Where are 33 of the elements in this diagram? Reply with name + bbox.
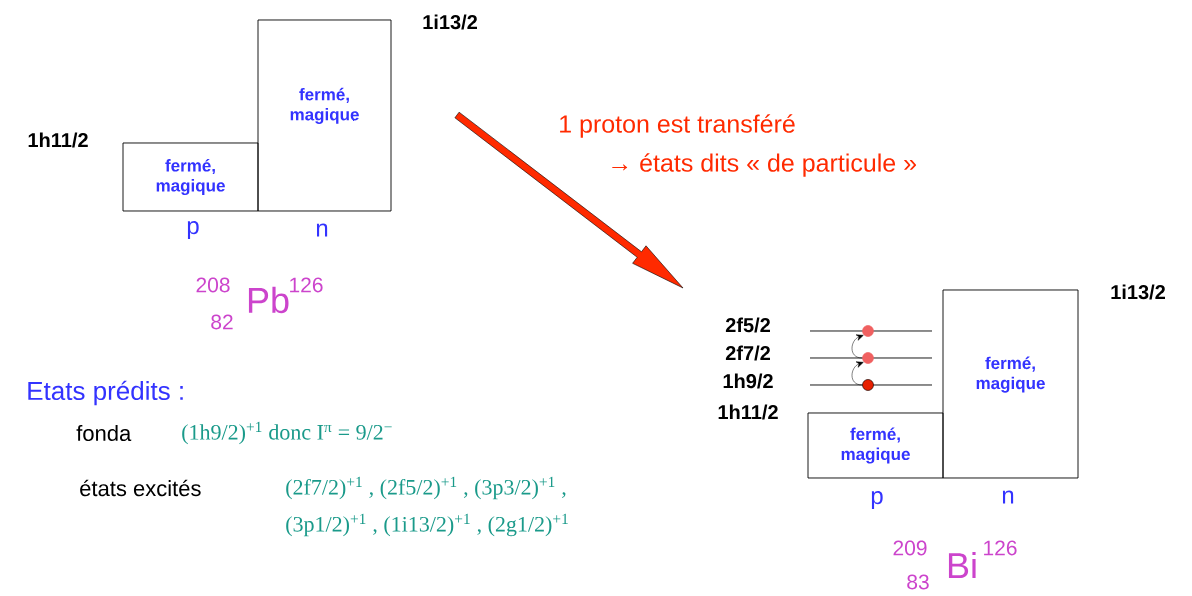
text-line: états excités bbox=[80, 479, 201, 497]
shell-box: fermé, magique bbox=[942, 289, 1079, 479]
level-label: 1h11/2 bbox=[718, 404, 778, 420]
annotation-text: 1 proton est transféré bbox=[560, 114, 795, 138]
proton-label: p bbox=[871, 491, 883, 509]
level-label: 1i13/2 bbox=[1111, 284, 1165, 300]
mass-number: 208 bbox=[196, 277, 230, 293]
level-label: 1h9/2 bbox=[723, 373, 773, 389]
level-label: 2f7/2 bbox=[725, 345, 770, 361]
atomic-number: 82 bbox=[211, 314, 233, 330]
neutron-label: n bbox=[1002, 490, 1014, 504]
element-symbol: Bi bbox=[948, 551, 976, 579]
element-symbol: Pb bbox=[248, 286, 289, 314]
level-label: 1h11/2 bbox=[28, 132, 88, 148]
mass-number: 209 bbox=[893, 540, 927, 556]
transition-arrow bbox=[851, 334, 864, 359]
level-label: 1i13/2 bbox=[423, 14, 477, 30]
state-text: (1h9/2)$^{+1}$ donc I$^{π}$ = 9/2$^{−}$ bbox=[182, 421, 392, 445]
atomic-number: 83 bbox=[907, 574, 929, 590]
annotation-text: → états dits « de particule » bbox=[612, 153, 916, 177]
shell-box: fermé, magique bbox=[257, 19, 392, 212]
shell-box: fermé, magique bbox=[807, 412, 944, 479]
neutron-label: n bbox=[316, 223, 328, 237]
neutron-number: 126 bbox=[984, 540, 1017, 556]
neutron-number: 126 bbox=[290, 277, 323, 293]
text-line: fonda bbox=[76, 424, 132, 442]
transition-arrow bbox=[851, 361, 864, 386]
state-text: (2f7/2)$^{+1}$ , (2f5/2)$^{+1}$ , (3p3/2)$^{+1}$ , bbox=[286, 476, 566, 500]
shell-box: fermé, magique bbox=[122, 142, 259, 212]
level-label: 2f5/2 bbox=[725, 317, 770, 333]
state-text: (3p1/2)$^{+1}$ , (1i13/2)$^{+1}$ , (2g1/2)$^{+1}$ bbox=[286, 513, 568, 537]
heading-text: Etats prédits : bbox=[28, 380, 183, 406]
proton-label: p bbox=[187, 221, 199, 239]
